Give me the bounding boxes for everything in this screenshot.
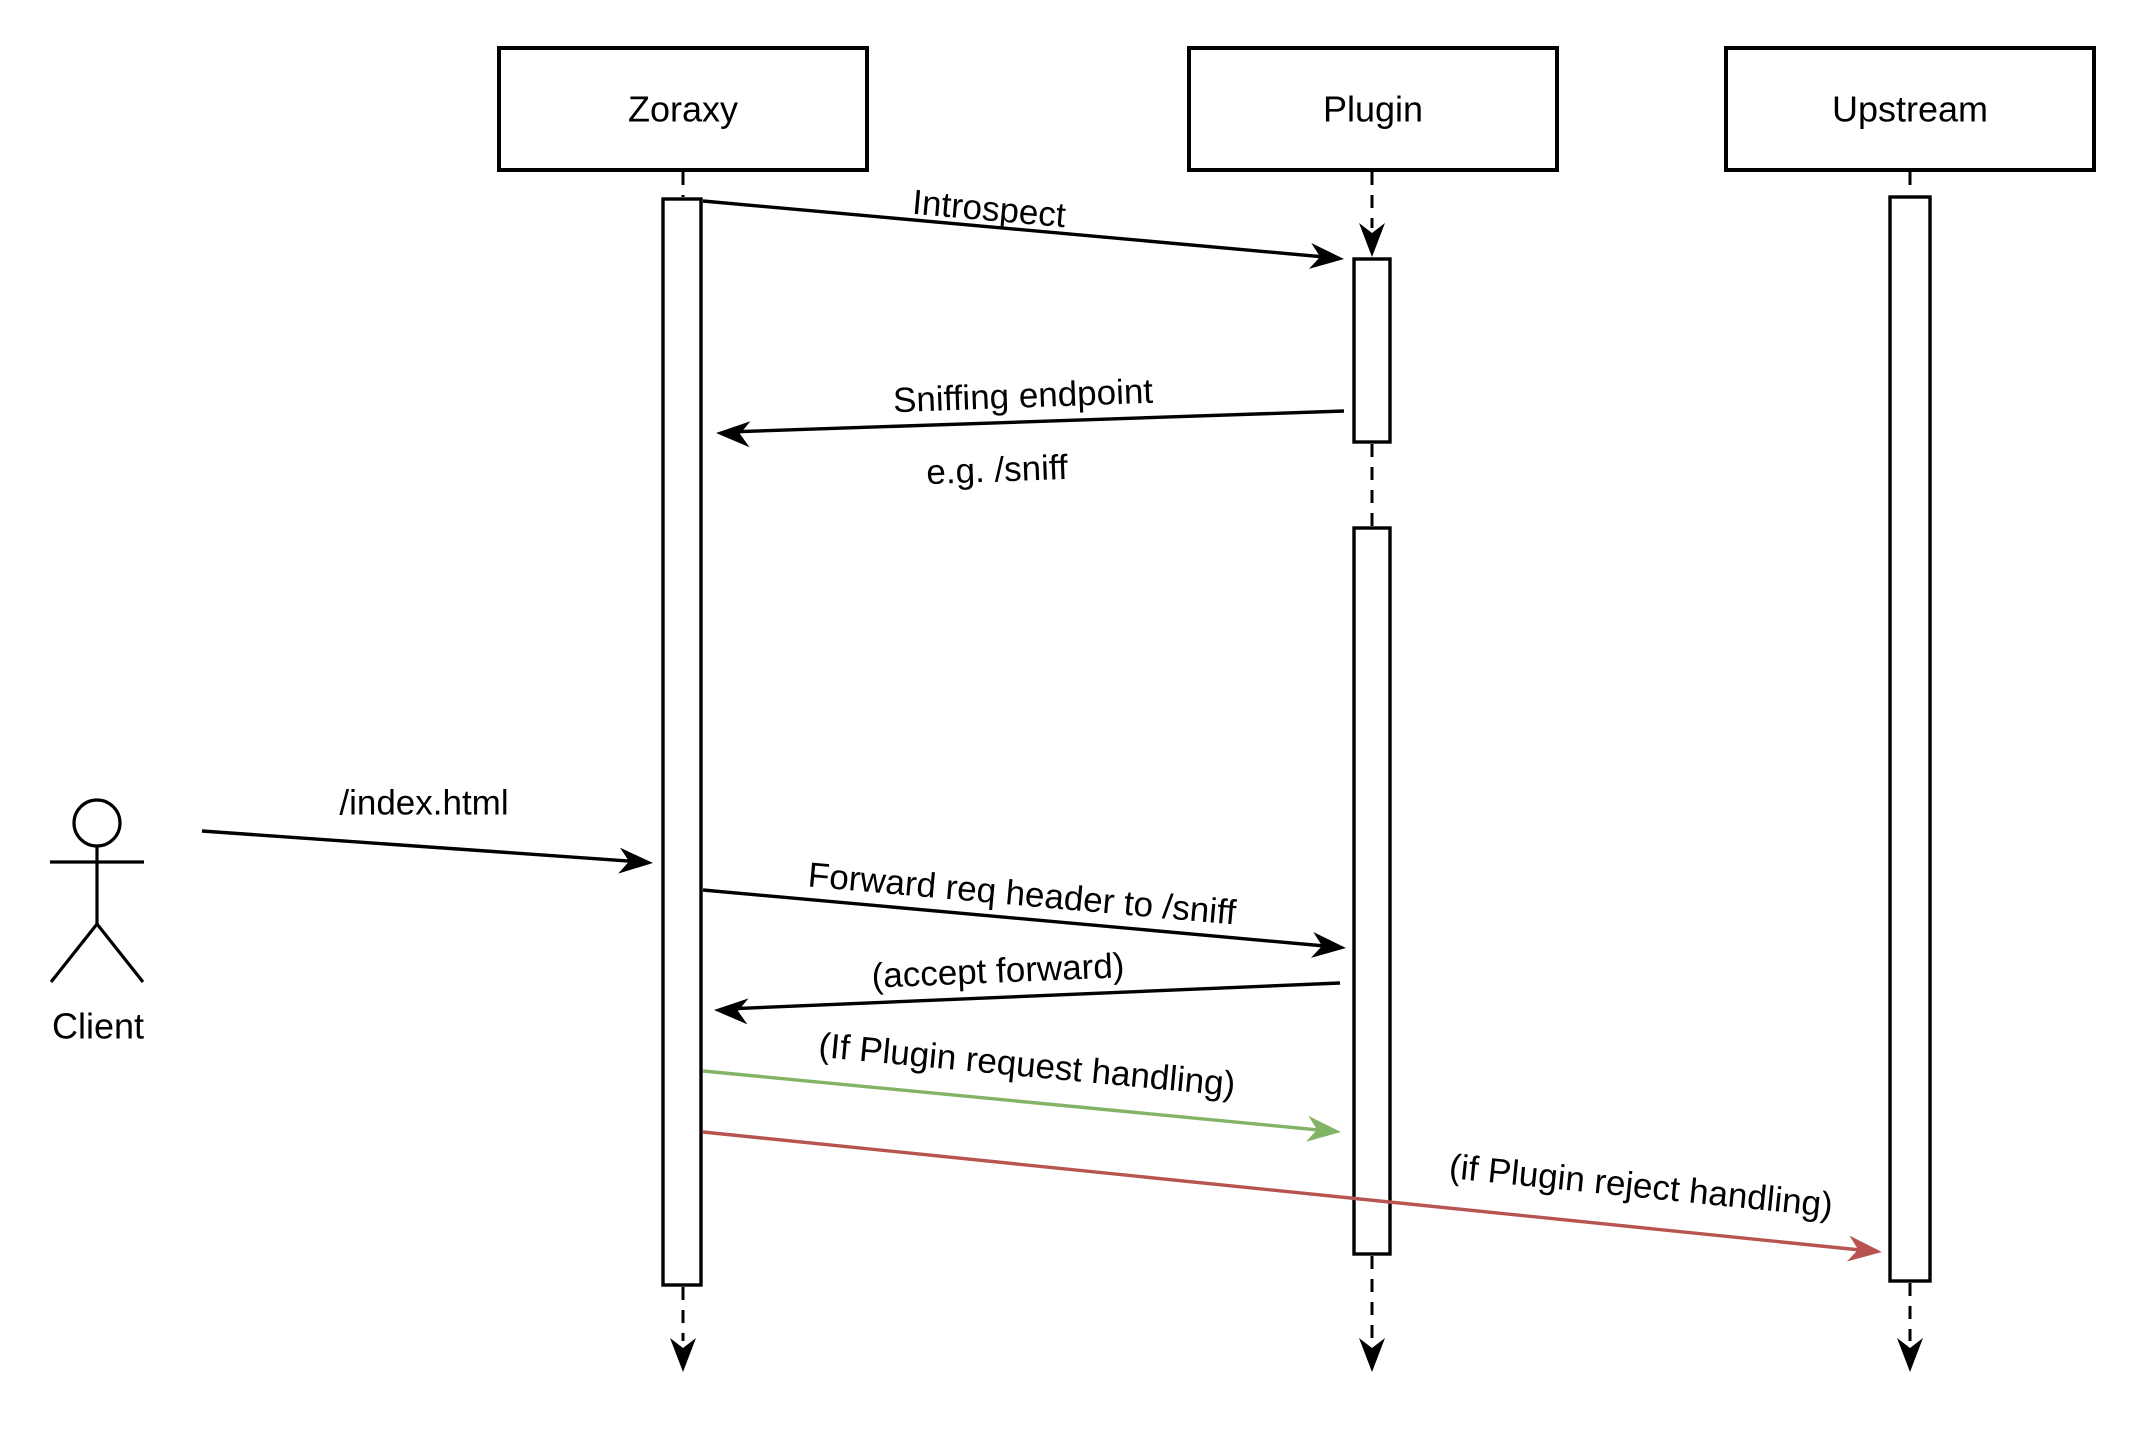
message-accept-forward-arrowhead-icon	[714, 998, 749, 1025]
message-plugin-reject-handling: (if Plugin reject handling)	[702, 1130, 1882, 1262]
message-sniffing-endpoint-sublabel: e.g. /sniff	[926, 448, 1069, 492]
message-forward-req-header: Forward req header to /sniff	[702, 855, 1346, 958]
actor-left-leg-icon	[49, 923, 99, 983]
message-plugin-request-handling-label: (If Plugin request handling)	[817, 1026, 1237, 1104]
message-introspect-arrowhead-icon	[1308, 243, 1344, 269]
message-index-html: /index.html	[201, 784, 653, 874]
message-accept-forward-label: (accept forward)	[871, 946, 1125, 996]
message-index-html-line	[201, 829, 643, 864]
plugin-label: Plugin	[1323, 89, 1423, 130]
actor-client-label: Client	[52, 1006, 144, 1047]
message-plugin-request-handling-line	[702, 1069, 1330, 1133]
lifeline-plugin: Plugin	[1187, 46, 1559, 1372]
message-plugin-reject-handling-line	[702, 1130, 1871, 1253]
message-plugin-reject-handling-arrowhead-icon	[1846, 1235, 1882, 1262]
message-forward-req-header-label: Forward req header to /sniff	[806, 855, 1237, 932]
lifeline-zoraxy: Zoraxy	[497, 46, 869, 1372]
message-introspect-line	[702, 199, 1337, 260]
plugin-lifeline-arrow-icon	[1359, 223, 1385, 257]
zoraxy-box	[497, 46, 869, 172]
message-index-html-arrowhead-icon	[618, 847, 653, 874]
message-accept-forward-line	[725, 981, 1341, 1011]
message-sniffing-endpoint-line	[727, 409, 1345, 434]
message-sniffing-endpoint-arrowhead-icon	[716, 421, 751, 448]
message-introspect-label: Introspect	[911, 183, 1068, 236]
zoraxy-label: Zoraxy	[628, 89, 738, 130]
message-forward-req-header-arrowhead-icon	[1310, 932, 1346, 958]
actor-right-leg-icon	[95, 923, 145, 983]
lifeline-upstream: Upstream	[1724, 46, 2096, 1372]
message-introspect: Introspect	[702, 183, 1344, 269]
plugin-lifeline-end-arrow-icon	[1359, 1338, 1385, 1372]
plugin-activation-2	[1352, 526, 1392, 1256]
message-plugin-request-handling-arrowhead-icon	[1305, 1115, 1341, 1142]
upstream-box	[1724, 46, 2096, 172]
zoraxy-lifeline-end-arrow-icon	[670, 1338, 696, 1372]
upstream-lifeline-end-arrow-icon	[1897, 1338, 1923, 1372]
actor-head-icon	[72, 798, 122, 848]
plugin-activation-1	[1352, 257, 1392, 444]
message-index-html-label: /index.html	[339, 784, 508, 823]
message-forward-req-header-line	[702, 888, 1337, 949]
message-plugin-request-handling: (If Plugin request handling)	[702, 1026, 1341, 1142]
message-sniffing-endpoint: Sniffing endpoint e.g. /sniff	[716, 372, 1345, 492]
upstream-label: Upstream	[1832, 89, 1988, 130]
upstream-activation	[1888, 195, 1932, 1283]
zoraxy-activation	[661, 197, 703, 1287]
plugin-box	[1187, 46, 1559, 172]
actor-client: Client	[49, 798, 145, 1047]
message-accept-forward: (accept forward)	[714, 946, 1341, 1025]
message-sniffing-endpoint-label: Sniffing endpoint	[892, 372, 1154, 421]
